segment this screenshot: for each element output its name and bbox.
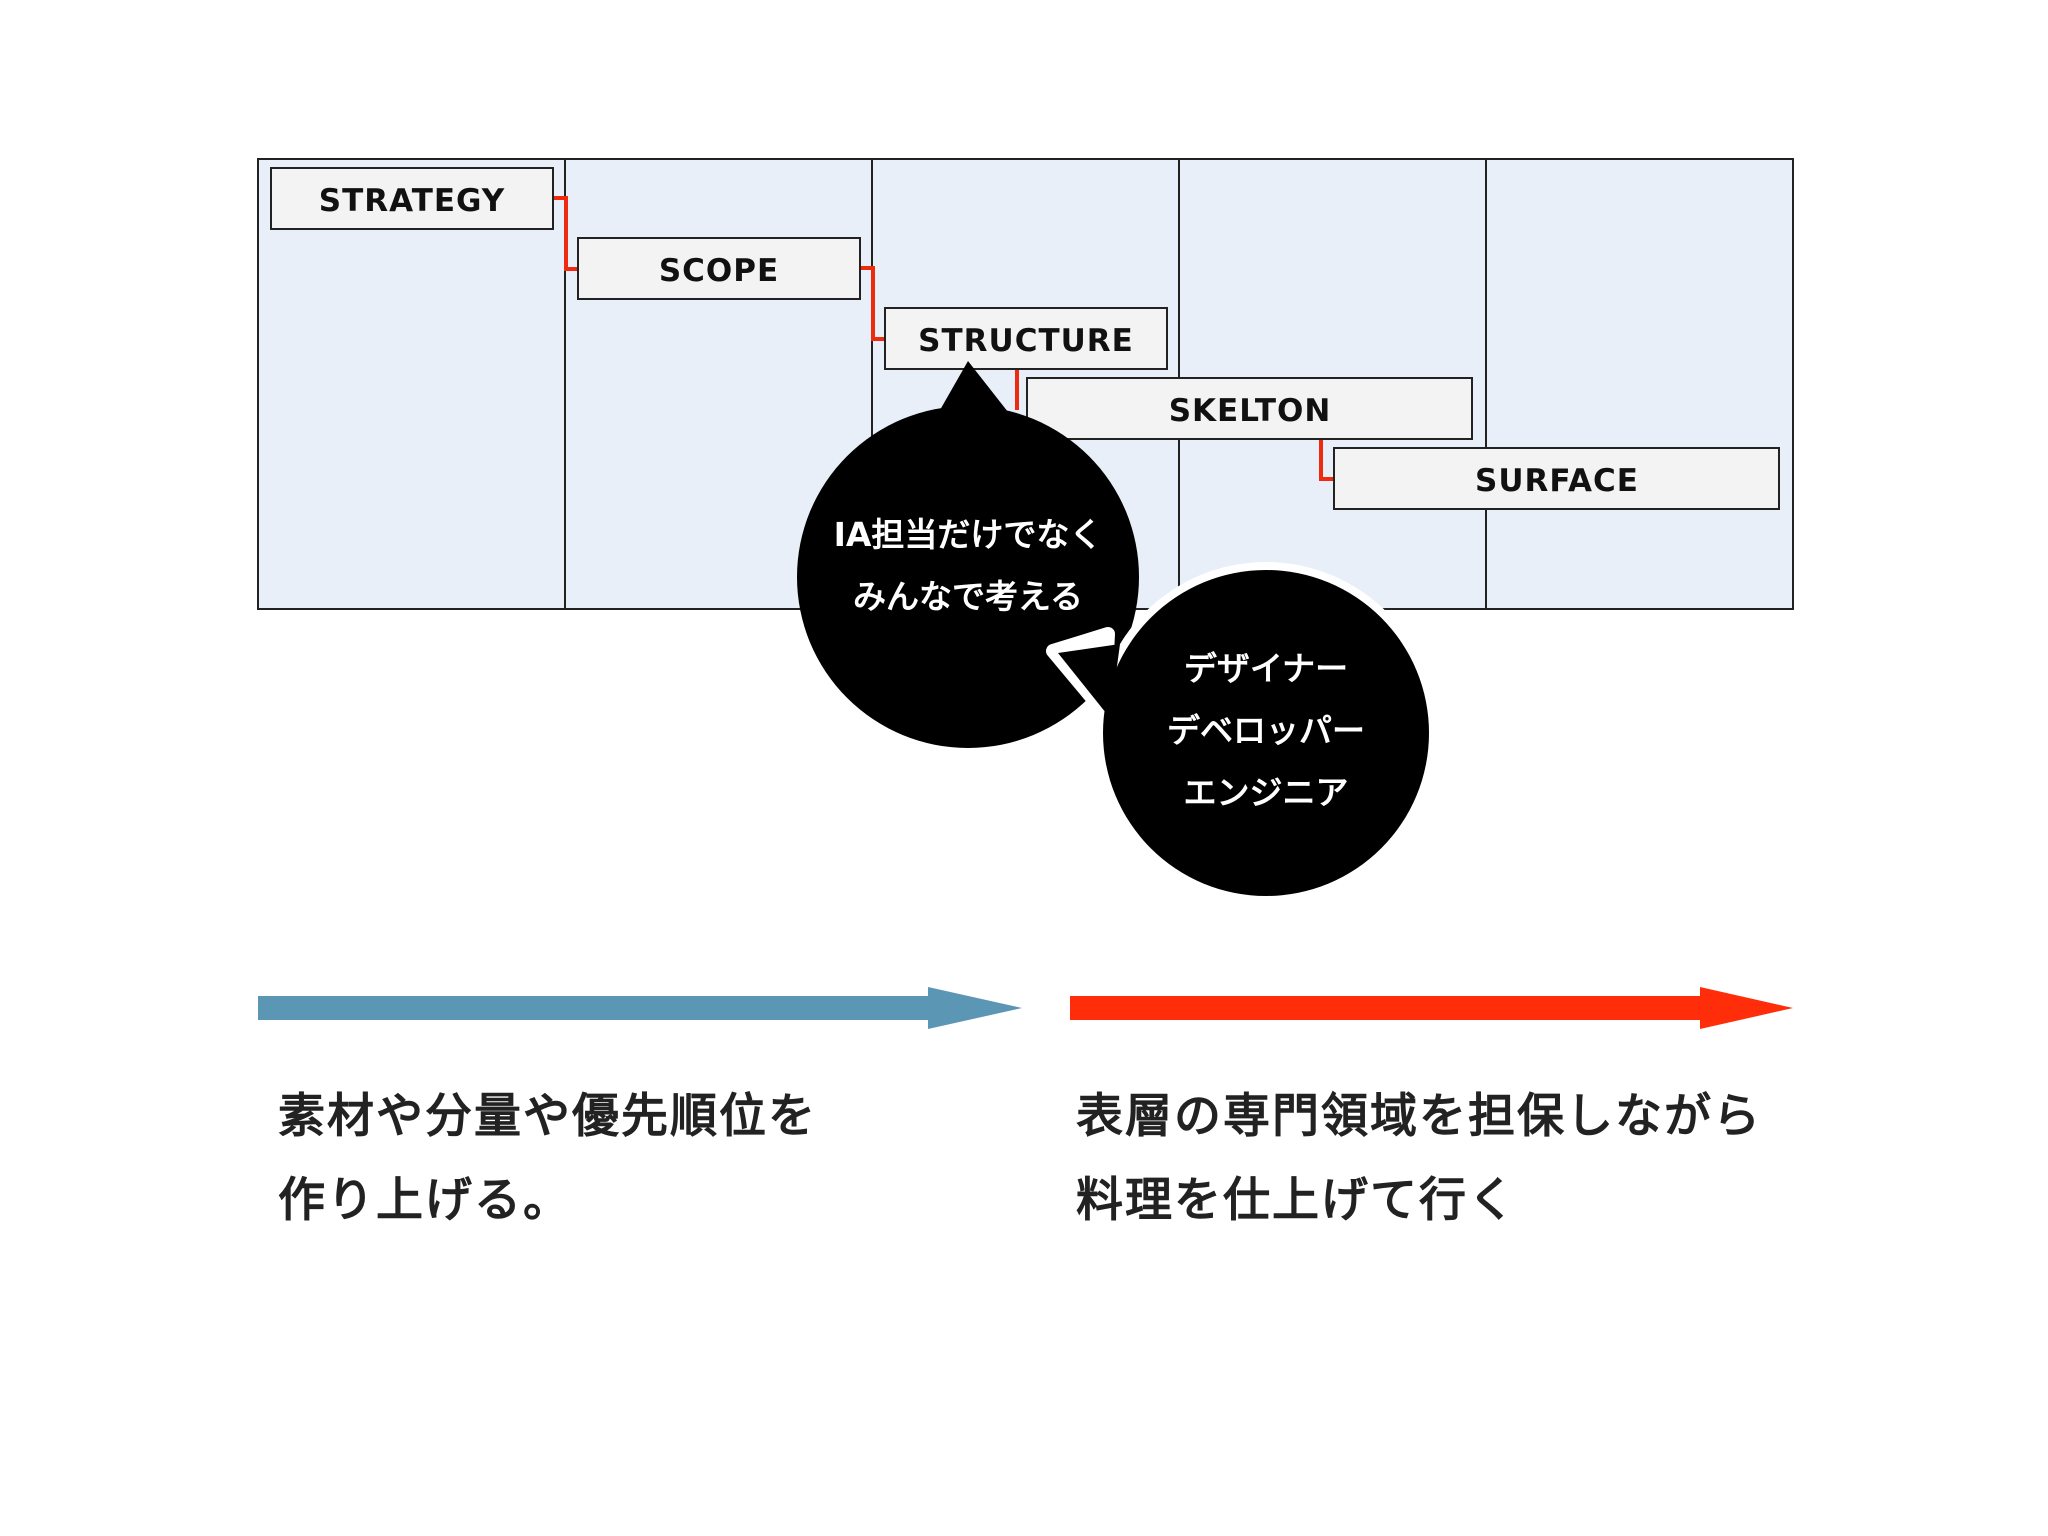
arrow-right xyxy=(1070,987,1793,1029)
column-5 xyxy=(1485,158,1794,610)
speech-bubble-roles: デザイナー デベロッパー エンジニア xyxy=(1046,562,1437,904)
bubble-everyone-line-1: IA担当だけでなく xyxy=(834,515,1103,554)
caption-left-line-2: 作り上げる。 xyxy=(278,1173,572,1228)
arrow-right-head xyxy=(1700,987,1793,1029)
stage-box-scope xyxy=(577,237,861,300)
bubble-roles-body xyxy=(1103,570,1429,896)
arrow-left-shaft xyxy=(258,996,933,1020)
stage-label-surface: SURFACE xyxy=(1475,463,1639,499)
bubble-everyone-line-2: みんなで考える xyxy=(853,577,1083,616)
caption-right-line-1: 表層の専門領域を担保しながら xyxy=(1076,1089,1762,1144)
arrow-right-shaft xyxy=(1070,996,1707,1020)
stage-label-structure: STRUCTURE xyxy=(918,323,1134,359)
bubble-everyone-tail xyxy=(940,361,1008,412)
caption-right-line-2: 料理を仕上げて行く xyxy=(1076,1173,1517,1228)
stage-box-strategy xyxy=(270,167,554,230)
caption-left: 素材や分量や優先順位を 作り上げる。 xyxy=(278,1075,817,1243)
caption-left-line-1: 素材や分量や優先順位を xyxy=(278,1089,817,1144)
caption-right: 表層の専門領域を担保しながら 料理を仕上げて行く xyxy=(1076,1075,1762,1243)
stage-box-structure xyxy=(884,307,1168,370)
stage-label-skelton: SKELTON xyxy=(1169,393,1332,429)
arrow-left xyxy=(258,987,1022,1029)
stage-box-surface xyxy=(1333,447,1780,510)
connector-skelton-surface xyxy=(1319,438,1334,481)
stage-label-strategy: STRATEGY xyxy=(319,183,505,219)
bubble-roles-line-3: エンジニア xyxy=(1184,773,1349,812)
stage-box-skelton xyxy=(1026,377,1473,440)
stage-connectors xyxy=(553,196,1334,481)
column-1 xyxy=(257,158,566,610)
bubble-roles-line-1: デザイナー xyxy=(1184,649,1348,688)
stage-boxes: STRATEGY SCOPE STRUCTURE SKELTON SURFACE xyxy=(270,167,1780,510)
stage-label-scope: SCOPE xyxy=(659,253,779,289)
arrow-left-head xyxy=(928,987,1022,1029)
bubble-roles-tail xyxy=(1058,644,1120,718)
connector-scope-structure xyxy=(860,266,886,341)
connector-strategy-scope xyxy=(553,196,579,271)
bubble-roles-line-2: デベロッパー xyxy=(1167,711,1365,750)
